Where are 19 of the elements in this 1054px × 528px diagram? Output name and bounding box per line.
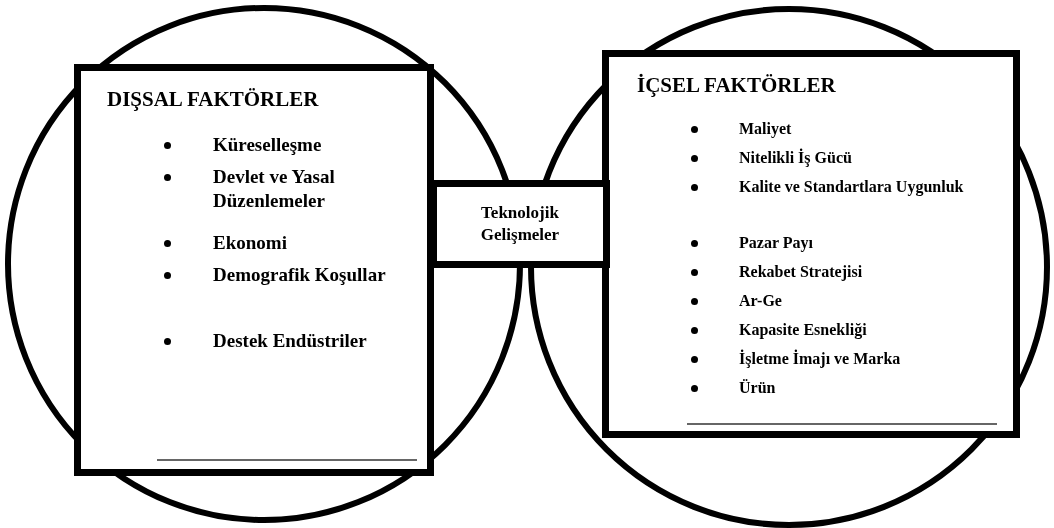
list-item: Kalite ve Standartlara Uygunluk — [739, 177, 965, 197]
list-item: Pazar Payı — [739, 233, 814, 253]
box-heading: İÇSEL FAKTÖRLER — [637, 73, 836, 98]
list-item: Ürün — [739, 378, 777, 398]
list-item: Kapasite Esnekliği — [739, 320, 868, 340]
list-item: Rekabet Stratejisi — [739, 262, 864, 282]
list-item: Devlet ve Yasal Düzenlemeler — [213, 165, 336, 213]
list-item: Demografik Koşullar — [213, 263, 387, 287]
list-item: İşletme İmajı ve Marka — [739, 349, 902, 369]
box-text: Teknolojik Gelişmeler — [479, 201, 561, 246]
list-item: Küreselleşme — [213, 133, 323, 157]
factor-box — [74, 64, 434, 476]
list-item: Ar-Ge — [739, 291, 783, 311]
list-item: Maliyet — [739, 119, 793, 139]
box-heading: DIŞSAL FAKTÖRLER — [107, 87, 319, 112]
factor-box — [602, 50, 1020, 438]
list-item: Ekonomi — [213, 231, 288, 255]
list-item: Destek Endüstriler — [213, 329, 368, 353]
list-item: Nitelikli İş Gücü — [739, 148, 853, 168]
